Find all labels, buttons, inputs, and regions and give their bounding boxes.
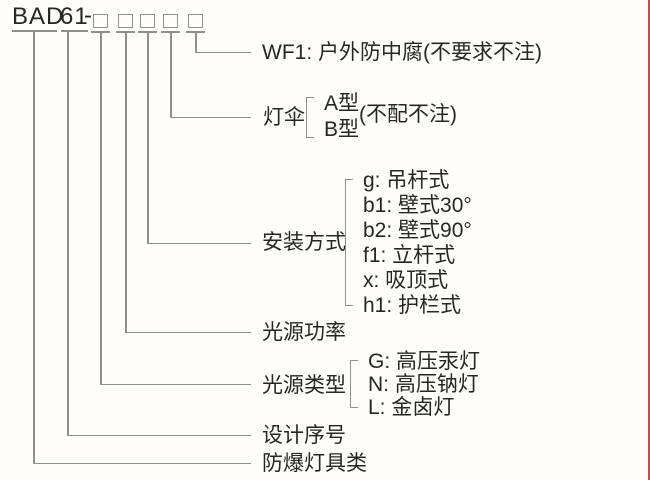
connector-v-design (67, 31, 69, 435)
light-source-option: N: 高压钠灯 (368, 373, 479, 396)
connector-h-category (33, 462, 251, 465)
model-digit-box-5 (188, 14, 203, 28)
design-serial-label: 设计序号 (262, 423, 346, 447)
model-digit-box-2 (118, 14, 133, 28)
lampshade-note: (不配不注) (359, 103, 457, 126)
connector-h-anticorrosion (195, 51, 251, 54)
anticorrosion-label: WF1: 户外防中腐(不要求不注) (262, 40, 542, 64)
light-source-option: L: 金卤灯 (368, 396, 455, 419)
model-series: 61 (60, 3, 89, 30)
mounting-label: 安装方式 (262, 230, 346, 254)
connector-v-mounting (147, 31, 149, 243)
connector-v-light-source (100, 31, 102, 384)
connector-h-power (125, 331, 251, 334)
model-prefix: BAD (12, 3, 65, 30)
connector-h-design (67, 434, 251, 437)
lampshade-option: A型 (324, 92, 360, 115)
connector-v-lampshade (170, 31, 172, 117)
connector-h-lampshade (170, 116, 251, 119)
lampshade-option: B型 (324, 118, 360, 141)
lampshade-options-list: A型 B型 (324, 91, 359, 143)
underline-series (61, 30, 88, 32)
connector-h-mounting (147, 242, 251, 245)
model-digit-box-1 (93, 14, 108, 28)
mounting-option: b2: 壁式90° (363, 219, 472, 242)
right-edge-accent-line (648, 0, 650, 480)
connector-h-light-source (100, 383, 251, 386)
light-source-label: 光源类型 (262, 373, 346, 397)
mounting-option: f1: 立杆式 (363, 244, 456, 267)
connector-v-category (33, 31, 35, 463)
model-separator: - (84, 2, 92, 29)
light-source-options-bracket (350, 360, 358, 408)
mounting-option: h1: 护栏式 (363, 294, 462, 317)
category-label: 防爆灯具类 (262, 451, 367, 475)
connector-v-power (125, 31, 127, 332)
model-digit-box-4 (163, 14, 178, 28)
light-source-options-list: G: 高压汞灯 N: 高压钠灯 L: 金卤灯 (368, 350, 480, 419)
light-source-option: G: 高压汞灯 (368, 350, 481, 373)
mounting-option: x: 吸顶式 (363, 269, 449, 292)
model-digit-box-3 (140, 14, 155, 28)
power-label: 光源功率 (262, 320, 346, 344)
mounting-options-list: g: 吊杆式 b1: 壁式30° b2: 壁式90° f1: 立杆式 x: 吸顶… (363, 168, 472, 318)
mounting-options-bracket (345, 179, 353, 306)
lampshade-label: 灯伞 (263, 105, 305, 129)
connector-v-anticorrosion (195, 31, 197, 52)
underline-prefix (12, 30, 57, 32)
mounting-option: g: 吊杆式 (363, 169, 450, 192)
mounting-option: b1: 壁式30° (363, 194, 472, 217)
lampshade-options-bracket (306, 97, 314, 138)
